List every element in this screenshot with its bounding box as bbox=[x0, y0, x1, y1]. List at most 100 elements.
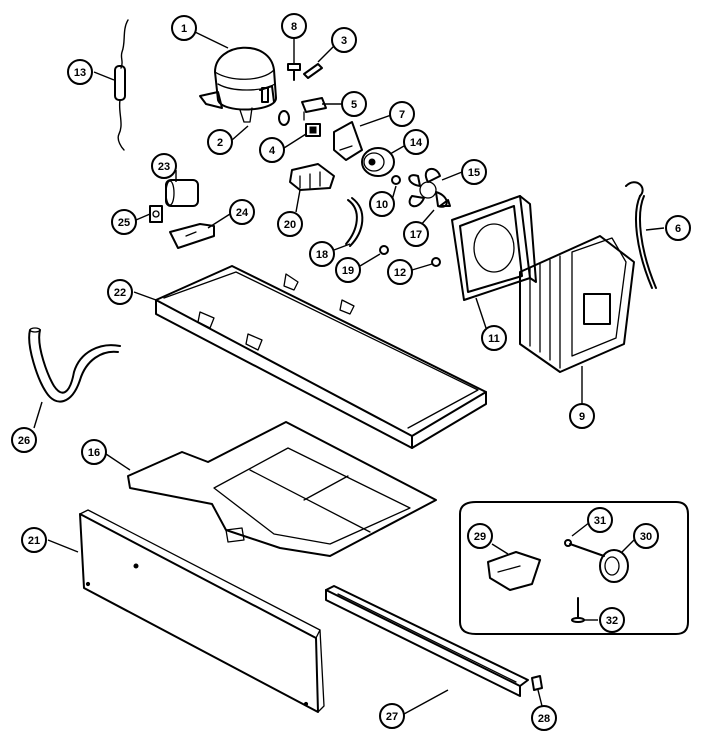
callout-20: 20 bbox=[277, 211, 303, 237]
callout-8: 8 bbox=[281, 13, 307, 39]
callout-29: 29 bbox=[467, 523, 493, 549]
part-drain-pan-16 bbox=[127, 421, 437, 557]
callout-31-label: 31 bbox=[594, 515, 606, 527]
callout-7-label: 7 bbox=[399, 109, 405, 121]
callout-10: 10 bbox=[369, 191, 395, 217]
callout-17-label: 17 bbox=[410, 229, 422, 241]
callout-15-label: 15 bbox=[468, 167, 480, 179]
part-roller-30 bbox=[599, 549, 629, 583]
part-strap-18 bbox=[345, 197, 364, 247]
callout-29-label: 29 bbox=[474, 531, 486, 543]
callout-18: 18 bbox=[309, 241, 335, 267]
part-clip-3 bbox=[303, 63, 323, 79]
callout-24: 24 bbox=[229, 199, 255, 225]
part-compressor bbox=[199, 46, 277, 123]
callout-26: 26 bbox=[11, 427, 37, 453]
callout-5: 5 bbox=[341, 91, 367, 117]
callout-15: 15 bbox=[461, 159, 487, 185]
callout-9-label: 9 bbox=[579, 411, 585, 423]
callout-4: 4 bbox=[259, 137, 285, 163]
callout-27: 27 bbox=[379, 703, 405, 729]
part-fan-blade-15 bbox=[408, 167, 448, 208]
callout-30-label: 30 bbox=[640, 531, 652, 543]
part-clip-17 bbox=[439, 199, 451, 207]
callout-11-label: 11 bbox=[488, 333, 500, 345]
callout-5-label: 5 bbox=[351, 99, 357, 111]
part-capacitor-23 bbox=[165, 179, 199, 207]
callout-25-label: 25 bbox=[118, 217, 130, 229]
callout-28-label: 28 bbox=[538, 713, 550, 725]
callout-22-label: 22 bbox=[114, 287, 126, 299]
part-grille-27 bbox=[325, 585, 529, 697]
part-bracket-20 bbox=[289, 163, 335, 191]
callout-7: 7 bbox=[389, 101, 415, 127]
part-nut-19 bbox=[379, 245, 389, 255]
part-evaporator-9 bbox=[519, 235, 635, 373]
callout-12: 12 bbox=[387, 259, 413, 285]
callout-1: 1 bbox=[171, 15, 197, 41]
part-toe-panel-21 bbox=[79, 509, 325, 713]
part-drain-tube-6 bbox=[625, 181, 657, 289]
callout-16-label: 16 bbox=[88, 447, 100, 459]
callout-25: 25 bbox=[111, 209, 137, 235]
callout-19: 19 bbox=[335, 257, 361, 283]
part-evaporator-cover-11 bbox=[451, 195, 537, 301]
part-relay-5 bbox=[301, 97, 327, 121]
leader-lines bbox=[33, 31, 665, 715]
part-nut-10 bbox=[391, 175, 401, 185]
callout-18-label: 18 bbox=[316, 249, 328, 261]
part-tube-26 bbox=[28, 327, 121, 403]
callout-23: 23 bbox=[151, 153, 177, 179]
part-leveler-32 bbox=[571, 597, 585, 623]
callout-2-label: 2 bbox=[217, 137, 223, 149]
callout-32: 32 bbox=[599, 607, 625, 633]
callout-13: 13 bbox=[67, 59, 93, 85]
part-screw-8 bbox=[287, 63, 301, 81]
part-drier bbox=[114, 19, 129, 151]
part-bracket-25 bbox=[149, 205, 163, 223]
part-overload-4 bbox=[305, 123, 321, 137]
callout-28: 28 bbox=[531, 705, 557, 731]
part-divider-22 bbox=[155, 265, 487, 449]
callout-27-label: 27 bbox=[386, 711, 398, 723]
callout-21: 21 bbox=[21, 527, 47, 553]
callout-6: 6 bbox=[665, 215, 691, 241]
callout-1-label: 1 bbox=[181, 23, 187, 35]
inset-box bbox=[459, 501, 689, 635]
callout-6-label: 6 bbox=[675, 223, 681, 235]
callout-14-label: 14 bbox=[410, 137, 423, 149]
callout-10-label: 10 bbox=[376, 199, 388, 211]
part-grommet-2 bbox=[278, 110, 290, 126]
part-screw-28 bbox=[531, 675, 543, 691]
callout-16: 16 bbox=[81, 439, 107, 465]
callout-13-label: 13 bbox=[74, 67, 86, 79]
callout-31: 31 bbox=[587, 507, 613, 533]
callout-11: 11 bbox=[481, 325, 507, 351]
callout-12-label: 12 bbox=[394, 267, 406, 279]
callout-2: 2 bbox=[207, 129, 233, 155]
callout-22: 22 bbox=[107, 279, 133, 305]
callout-14: 14 bbox=[403, 129, 429, 155]
part-axle-31 bbox=[564, 539, 605, 557]
callout-3: 3 bbox=[331, 27, 357, 53]
callout-4-label: 4 bbox=[269, 145, 276, 157]
callout-8-label: 8 bbox=[291, 21, 297, 33]
callout-21-label: 21 bbox=[28, 535, 40, 547]
callout-19-label: 19 bbox=[342, 265, 354, 277]
part-cover-7 bbox=[333, 121, 363, 161]
callout-3-label: 3 bbox=[341, 35, 347, 47]
part-harness-24 bbox=[169, 223, 215, 249]
callout-24-label: 24 bbox=[236, 207, 249, 219]
part-fan-motor-14 bbox=[361, 147, 395, 177]
callout-26-label: 26 bbox=[18, 435, 30, 447]
callout-23-label: 23 bbox=[158, 161, 170, 173]
callout-30: 30 bbox=[633, 523, 659, 549]
part-switch-29 bbox=[487, 551, 541, 591]
callout-17: 17 bbox=[403, 221, 429, 247]
callout-9: 9 bbox=[569, 403, 595, 429]
part-nut-12 bbox=[431, 257, 441, 267]
callout-32-label: 32 bbox=[606, 615, 618, 627]
callout-20-label: 20 bbox=[284, 219, 296, 231]
